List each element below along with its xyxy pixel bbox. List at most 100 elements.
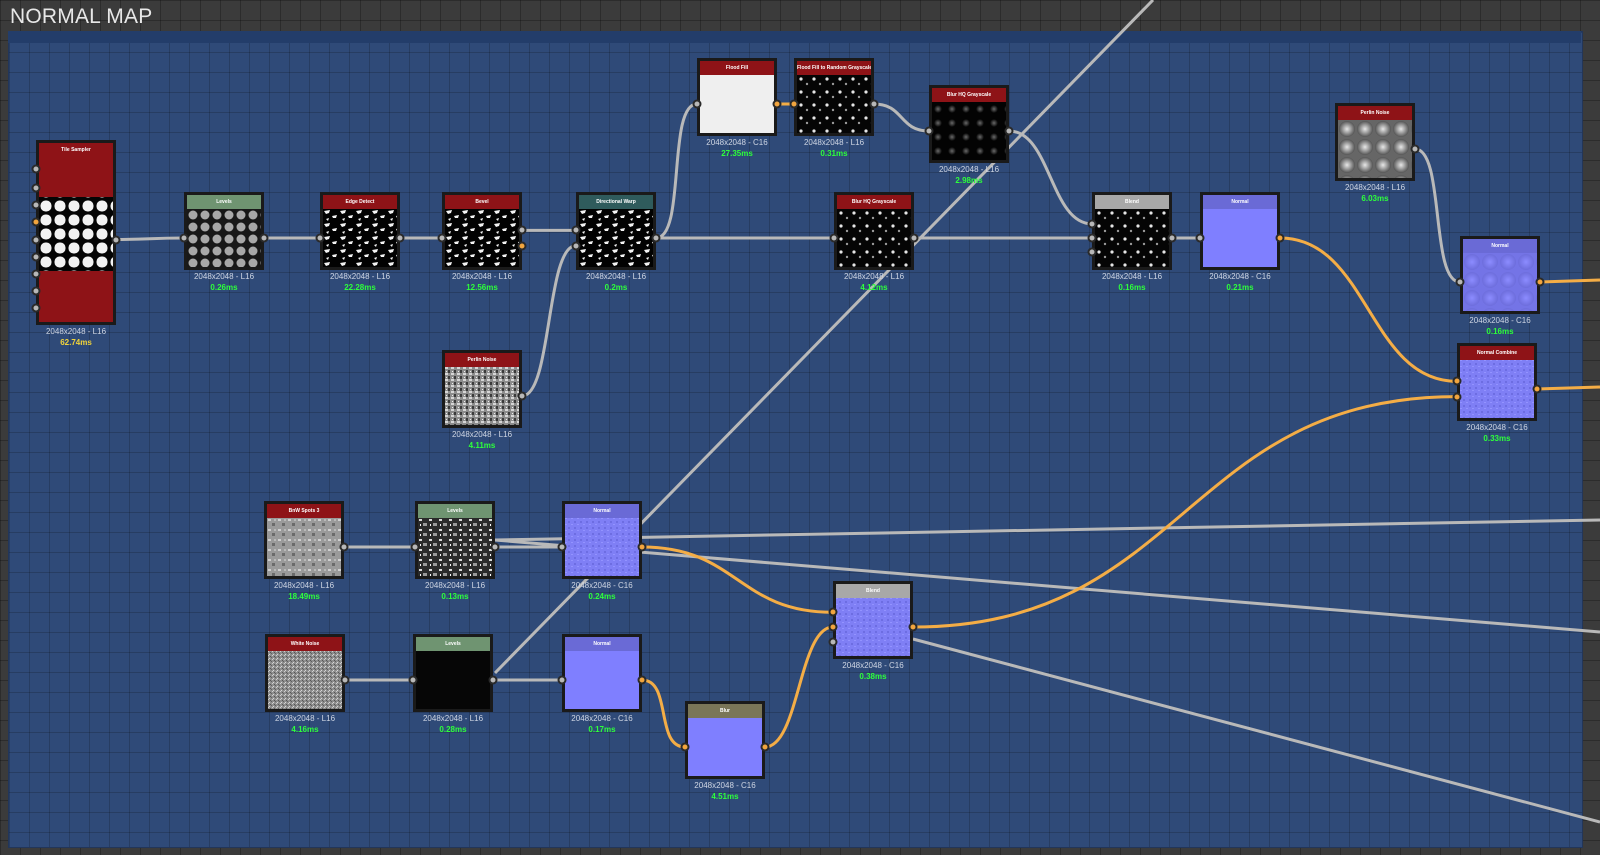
input-port[interactable] bbox=[31, 200, 41, 210]
output-port[interactable] bbox=[869, 99, 879, 109]
offscreen-gray-wire[interactable] bbox=[494, 518, 1600, 542]
input-port[interactable] bbox=[571, 241, 581, 251]
input-port[interactable] bbox=[437, 233, 447, 243]
blur-hq-grayscale-node[interactable]: Blur HQ Grayscale bbox=[834, 192, 914, 270]
normal-node[interactable]: Normal bbox=[1460, 236, 1540, 314]
blend-node[interactable]: Blend bbox=[1092, 192, 1172, 270]
connection-wire[interactable] bbox=[873, 102, 930, 133]
output-port[interactable] bbox=[340, 675, 350, 685]
input-port[interactable] bbox=[829, 233, 839, 243]
connection-wire[interactable] bbox=[641, 678, 686, 749]
input-port[interactable] bbox=[828, 607, 838, 617]
edge-detect-node[interactable]: Edge Detect bbox=[320, 192, 400, 270]
input-port[interactable] bbox=[1455, 277, 1465, 287]
connection-wire[interactable] bbox=[764, 625, 834, 749]
output-port[interactable] bbox=[488, 675, 498, 685]
bevel-node[interactable]: Bevel bbox=[442, 192, 522, 270]
offscreen-orange-wire[interactable] bbox=[1536, 385, 1600, 391]
output-port[interactable] bbox=[772, 99, 782, 109]
output-port[interactable] bbox=[1535, 277, 1545, 287]
output-port[interactable] bbox=[1275, 233, 1285, 243]
output-port[interactable] bbox=[339, 542, 349, 552]
input-port[interactable] bbox=[31, 269, 41, 279]
output-port[interactable] bbox=[909, 233, 919, 243]
node-thumbnail bbox=[932, 102, 1006, 160]
input-port[interactable] bbox=[31, 252, 41, 262]
input-port[interactable] bbox=[1452, 392, 1462, 402]
input-port[interactable] bbox=[680, 742, 690, 752]
input-port[interactable] bbox=[828, 637, 838, 647]
connection-wire[interactable] bbox=[1279, 236, 1458, 383]
input-port[interactable] bbox=[571, 225, 581, 235]
input-port[interactable] bbox=[179, 233, 189, 243]
input-port[interactable] bbox=[692, 99, 702, 109]
bnw-spots-3-node[interactable]: BnW Spots 3 bbox=[264, 501, 344, 579]
blur-hq-grayscale-node[interactable]: Blur HQ Grayscale bbox=[929, 85, 1009, 163]
flood-fill-to-random-grayscale-node[interactable]: Flood Fill to Random Grayscale bbox=[794, 58, 874, 136]
blur-node[interactable]: Blur bbox=[685, 701, 765, 779]
input-port[interactable] bbox=[1087, 219, 1097, 229]
offscreen-orange-wire[interactable] bbox=[1539, 278, 1600, 284]
white-noise-node[interactable]: White Noise bbox=[265, 634, 345, 712]
connection-wire[interactable] bbox=[521, 244, 577, 398]
output-port[interactable] bbox=[490, 542, 500, 552]
input-port[interactable] bbox=[31, 164, 41, 174]
normal-node[interactable]: Normal bbox=[1200, 192, 1280, 270]
connection-wire[interactable] bbox=[115, 236, 185, 241]
input-port[interactable] bbox=[31, 183, 41, 193]
flood-fill-node[interactable]: Flood Fill bbox=[697, 58, 777, 136]
output-port[interactable] bbox=[760, 742, 770, 752]
output-port[interactable] bbox=[517, 391, 527, 401]
input-port[interactable] bbox=[1195, 233, 1205, 243]
levels-node[interactable]: Levels bbox=[413, 634, 493, 712]
output-port[interactable] bbox=[637, 542, 647, 552]
perlin-noise-node[interactable]: Perlin Noise bbox=[442, 350, 522, 428]
input-port[interactable] bbox=[789, 99, 799, 109]
normal-node[interactable]: Normal bbox=[562, 501, 642, 579]
output-port[interactable] bbox=[637, 675, 647, 685]
node-title: Normal Combine bbox=[1460, 346, 1534, 360]
output-port[interactable] bbox=[1532, 384, 1542, 394]
input-port[interactable] bbox=[31, 217, 41, 227]
input-port[interactable] bbox=[31, 286, 41, 296]
input-port[interactable] bbox=[557, 542, 567, 552]
normal-node[interactable]: Normal bbox=[562, 634, 642, 712]
output-port[interactable] bbox=[395, 233, 405, 243]
levels-node[interactable]: Levels bbox=[415, 501, 495, 579]
input-port[interactable] bbox=[557, 675, 567, 685]
perlin-noise-node[interactable]: Perlin Noise bbox=[1335, 103, 1415, 181]
connection-wire[interactable] bbox=[655, 102, 698, 240]
input-port[interactable] bbox=[1087, 233, 1097, 243]
output-port[interactable] bbox=[259, 233, 269, 243]
output-port[interactable] bbox=[1410, 144, 1420, 154]
input-port[interactable] bbox=[31, 235, 41, 244]
node-compute-time: 4.16ms bbox=[291, 725, 319, 734]
offscreen-gray-wire[interactable] bbox=[912, 637, 1600, 824]
output-port[interactable] bbox=[1004, 126, 1014, 136]
output-port[interactable] bbox=[1167, 233, 1177, 243]
levels-node[interactable]: Levels bbox=[184, 192, 264, 270]
connection-wire[interactable] bbox=[641, 545, 834, 614]
connection-wire[interactable] bbox=[912, 395, 1458, 629]
output-port[interactable] bbox=[517, 241, 527, 251]
blend-node[interactable]: Blend bbox=[833, 581, 913, 659]
directional-warp-node[interactable]: Directional Warp bbox=[576, 192, 656, 270]
output-port[interactable] bbox=[908, 622, 918, 632]
input-port[interactable] bbox=[31, 303, 41, 313]
input-port[interactable] bbox=[828, 622, 838, 632]
connection-wire[interactable] bbox=[1008, 129, 1093, 226]
tile-sampler-node[interactable]: Tile Sampler bbox=[36, 140, 116, 325]
input-port[interactable] bbox=[315, 233, 325, 243]
input-port[interactable] bbox=[410, 542, 420, 552]
offscreen-gray-wire[interactable] bbox=[494, 538, 1600, 634]
input-port[interactable] bbox=[924, 126, 934, 136]
normal-combine-node[interactable]: Normal Combine bbox=[1457, 343, 1537, 421]
input-port[interactable] bbox=[1452, 376, 1462, 386]
output-port[interactable] bbox=[517, 225, 527, 235]
output-port[interactable] bbox=[651, 233, 661, 243]
connection-wire[interactable] bbox=[1414, 147, 1461, 284]
output-port[interactable] bbox=[111, 235, 121, 244]
input-port[interactable] bbox=[1087, 247, 1097, 257]
input-port[interactable] bbox=[408, 675, 418, 685]
